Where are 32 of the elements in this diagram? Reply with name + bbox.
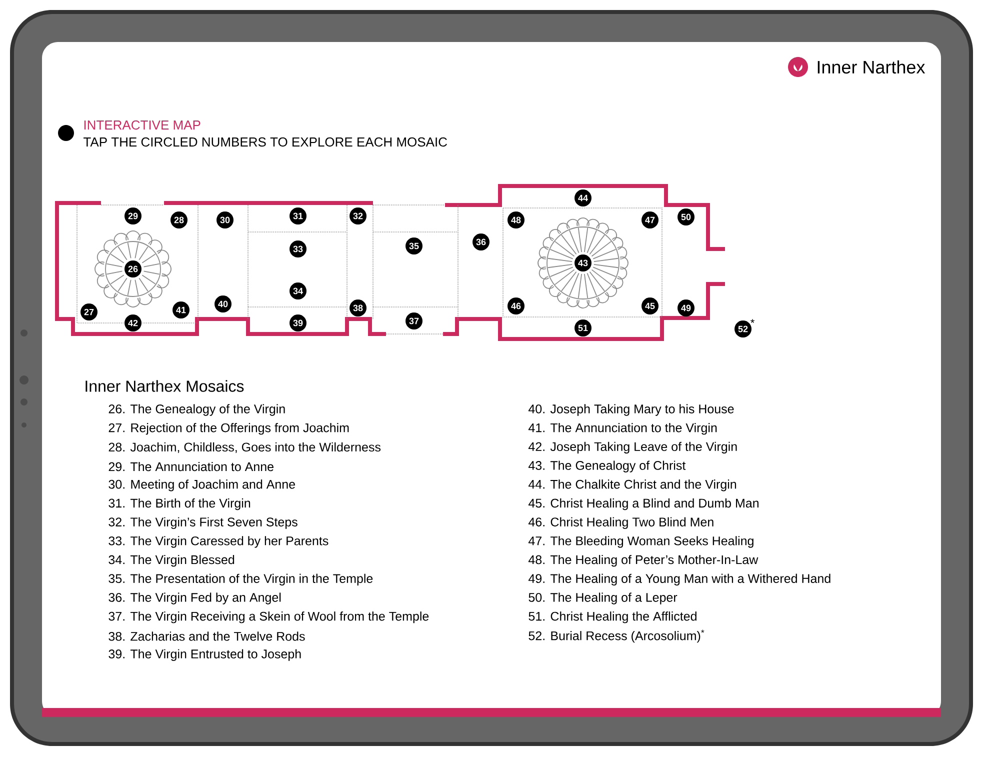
list-heading: Inner Narthex Mosaics: [86, 380, 244, 392]
list-item: 31. The Birth of the Virgin: [108, 498, 250, 510]
list-item: 47. The Bleeding Woman Seeks Healing: [528, 536, 754, 548]
list-item: 41. The Annunciation to the Virgin: [528, 423, 717, 435]
map-heading: INTERACTIVE MAP: [84, 120, 200, 130]
list-item: 30. Meeting of Joachim and Anne: [108, 480, 295, 492]
list-item: 46. Christ Healing Two Blind Men: [528, 517, 714, 529]
list-item: 28. Joachim, Childless, Goes into the Wilderness: [108, 442, 381, 454]
list-item: 45. Christ Healing a Blind and Dumb Man: [528, 498, 758, 510]
list-item: 34. The Virgin Blessed: [108, 554, 234, 567]
list-item: 32. The Virgin’s First Seven Steps: [108, 517, 298, 529]
list-item: 48. The Healing of Peter’s Mother-In-Law: [528, 554, 758, 567]
list-item: 49. The Healing of a Young Man with a Withered Hand: [528, 574, 830, 586]
list-item: 51. Christ Healing the Afflicted: [528, 612, 696, 624]
instruction-text: TAP THE CIRCLED NUMBERS TO EXPLORE EACH MOSAIC: [84, 137, 447, 147]
list-item: 42. Joseph Taking Leave of the Virgin: [528, 442, 737, 454]
list-item: 37. The Virgin Receiving a Skein of Wool from the Temple: [108, 612, 429, 624]
list-item: 44. The Chalkite Christ and the Virgin: [528, 480, 736, 492]
list-item: 29. The Annunciation to Anne: [108, 462, 274, 472]
list-item: 36. The Virgin Fed by an Angel: [108, 592, 281, 604]
page-title: Inner Narthex: [818, 60, 926, 74]
list-item: 27. Rejection of the Offerings from Joachim: [108, 423, 349, 435]
list-item: 43. The Genealogy of Christ: [528, 460, 686, 472]
list-item: 40. Joseph Taking Mary to his House: [528, 404, 734, 416]
list-item: 38. Zacharias and the Twelve Rods: [108, 632, 305, 641]
list-item: 26. The Genealogy of the Virgin: [108, 404, 285, 416]
list-item: 35. The Presentation of the Virgin in the Temple: [108, 574, 373, 586]
list-item: 50. The Healing of a Leper: [528, 592, 678, 604]
list-item: 52. Burial Recess (Arcosolium)$^{*}$: [528, 630, 704, 643]
list-item: 33. The Virgin Caressed by her Parents: [108, 536, 328, 548]
list-item: 39. The Virgin Entrusted to Joseph: [108, 649, 301, 661]
footnote-mark: *: [750, 319, 754, 323]
